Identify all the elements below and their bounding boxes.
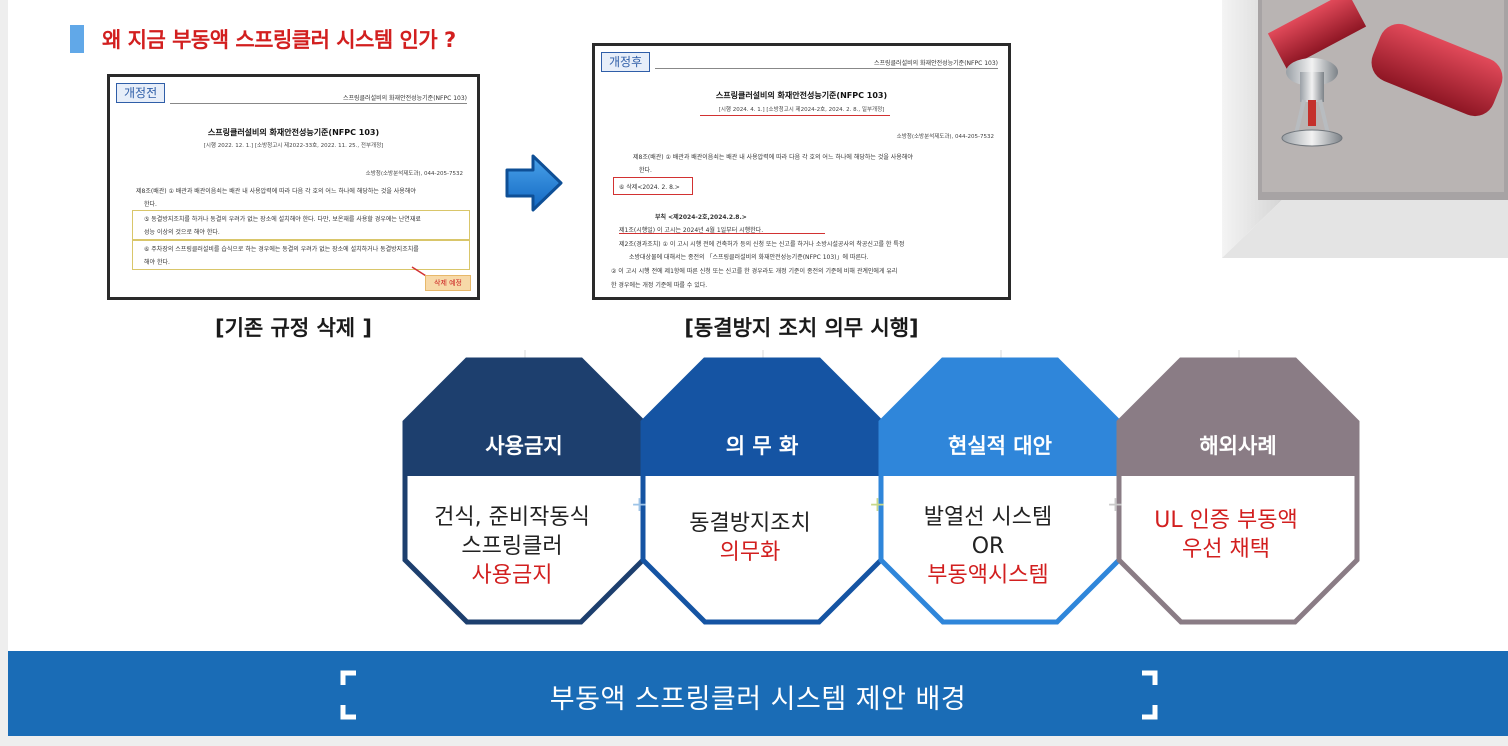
octagon-title-4: 해외사례 xyxy=(1199,434,1277,458)
doc-after-line: 제2조(경과조치) ① 이 고시 시행 전에 건축허가 등의 신청 또는 신고를… xyxy=(619,241,905,248)
left-bracket-icon xyxy=(340,670,356,720)
doc-after-contact: 소방청(소방분석제도과), 044-205-7532 xyxy=(896,134,994,140)
plus-sign: + xyxy=(1107,492,1124,516)
doc-before-line: ⑥ 주차장의 스프링클러설비를 습식으로 하는 경우에는 동결의 우려가 없는 … xyxy=(144,246,419,253)
octagon-body-highlight: 사용금지 xyxy=(471,563,553,588)
doc-after-line: 제8조(배관) ① 배관과 배관이음쇠는 배관 내 사용압력에 따라 다음 각 … xyxy=(633,154,913,161)
heading-text: 왜 지금 부동액 스프링클러 시스템 인가 ? xyxy=(102,28,456,52)
doc-after-line: 제1조(시행일) 이 고시는 2024년 4월 1일부터 시행한다. xyxy=(619,227,764,234)
doc-after-line: ⑥ 삭제<2024. 2. 8.> xyxy=(619,184,680,191)
octagon-body-line: 스프링클러 xyxy=(461,534,563,559)
doc-after-line: 한다. xyxy=(639,167,652,174)
octagon-body-3: 발열선 시스템 OR 부동액시스템 xyxy=(869,503,1107,590)
heading-accent-bar xyxy=(70,25,84,53)
octagon-title-3: 현실적 대안 xyxy=(948,434,1052,458)
section-heading: 왜 지금 부동액 스프링클러 시스템 인가 ? xyxy=(70,24,456,54)
doc-after-topline: 스프링클러설비의 화재안전성능기준(NFPC 103) xyxy=(655,58,998,69)
octagon-body-highlight: UL 인증 부동액 xyxy=(1154,508,1298,533)
octagon-body-4: UL 인증 부동액 우선 채택 xyxy=(1107,506,1345,564)
doc-before-tag: 개정전 xyxy=(116,83,166,103)
highlight-box xyxy=(132,210,470,240)
doc-before-line: ⑤ 동결방지조치를 하거나 동결의 우려가 없는 장소에 설치해야 한다. 다만… xyxy=(144,216,421,223)
document-before-screenshot: 개정전 스프링클러설비의 화재안전성능기준(NFPC 103) 스프링클러설비의… xyxy=(107,74,480,300)
doc-after-line: 부칙 <제2024-2호,2024.2.8.> xyxy=(655,214,747,221)
octagon-body-line: 동결방지조치 xyxy=(689,511,811,536)
octagon-header-fill xyxy=(881,360,1119,476)
doc-before-line: 한다. xyxy=(144,201,157,208)
octagon-body-line: 건식, 준비작동식 xyxy=(434,505,590,530)
document-after-screenshot: 개정후 스프링클러설비의 화재안전성능기준(NFPC 103) 스프링클러설비의… xyxy=(592,43,1011,300)
octagon-header-fill xyxy=(405,360,643,476)
doc-before-title: 스프링클러설비의 화재안전성능기준(NFPC 103) xyxy=(207,128,380,137)
doc-before-topline: 스프링클러설비의 화재안전성능기준(NFPC 103) xyxy=(170,93,467,104)
octagon-header-fill xyxy=(643,360,881,476)
doc-before-contact: 소방청(소방분석제도과), 044-205-7532 xyxy=(365,171,463,177)
red-underline xyxy=(619,233,825,234)
right-bracket-icon xyxy=(1142,670,1158,720)
plus-sign: + xyxy=(869,492,886,516)
left-margin-strip xyxy=(0,0,8,746)
octagon-body-highlight: 의무화 xyxy=(719,540,781,565)
octagon-body-2: 동결방지조치 의무화 xyxy=(631,509,869,567)
octagon-title-2: 의 무 화 xyxy=(725,434,799,458)
octagon-title-1: 사용금지 xyxy=(485,434,563,458)
doc-after-title: 스프링클러설비의 화재안전성능기준(NFPC 103) xyxy=(715,91,888,100)
doc-after-line: ② 이 고시 시행 전에 제1항에 따른 신청 또는 신고를 한 경우라도 개정… xyxy=(611,268,898,275)
octagon-diagram xyxy=(402,350,1360,625)
octagon-header-fill xyxy=(1119,360,1357,476)
doc-after-meta: [시행 2024. 4. 1.] [소방청고시 제2024-2호, 2024. … xyxy=(718,107,885,113)
sprinkler-head-photo xyxy=(1222,0,1508,258)
doc-before-line: 해야 한다. xyxy=(144,259,170,266)
right-arrow-icon xyxy=(505,154,563,212)
doc-after-line: 한 경우에는 개정 기준에 따를 수 있다. xyxy=(611,282,708,289)
octagon-body-highlight: 부동액시스템 xyxy=(927,563,1049,588)
bottom-banner: 부동액 스프링클러 시스템 제안 배경 xyxy=(8,651,1508,736)
doc-after-line: 소방대상물에 대해서는 종전의 「스프링클러설비의 화재안전성능기준(NFPC … xyxy=(629,254,869,261)
delete-scheduled-label: 삭제 예정 xyxy=(425,275,471,291)
doc-after-tag: 개정후 xyxy=(601,52,651,72)
highlight-box-red xyxy=(613,177,693,195)
plus-sign: + xyxy=(631,492,648,516)
highlight-box xyxy=(132,240,470,270)
banner-title: 부동액 스프링클러 시스템 제안 배경 xyxy=(549,684,967,715)
octagon-body-1: 건식, 준비작동식 스프링클러 사용금지 xyxy=(393,503,631,590)
caption-before: [기존 규정 삭제 ] xyxy=(214,316,373,340)
red-underline xyxy=(700,115,890,116)
octagon-body-highlight: 우선 채택 xyxy=(1182,537,1270,562)
caption-after: [동결방지 조치 의무 시행] xyxy=(684,316,919,340)
bottom-margin-strip xyxy=(0,736,1508,746)
doc-before-line: 성능 이상의 것으로 해야 한다. xyxy=(144,229,220,236)
doc-before-meta: [시행 2022. 12. 1.] [소방청고시 제2022-33호, 2022… xyxy=(203,143,384,149)
doc-before-line: 제8조(배관) ① 배관과 배관이음쇠는 배관 내 사용압력에 따라 다음 각 … xyxy=(136,188,416,195)
octagon-body-line: 발열선 시스템 xyxy=(923,505,1053,530)
octagon-body-line: OR xyxy=(971,534,1005,559)
